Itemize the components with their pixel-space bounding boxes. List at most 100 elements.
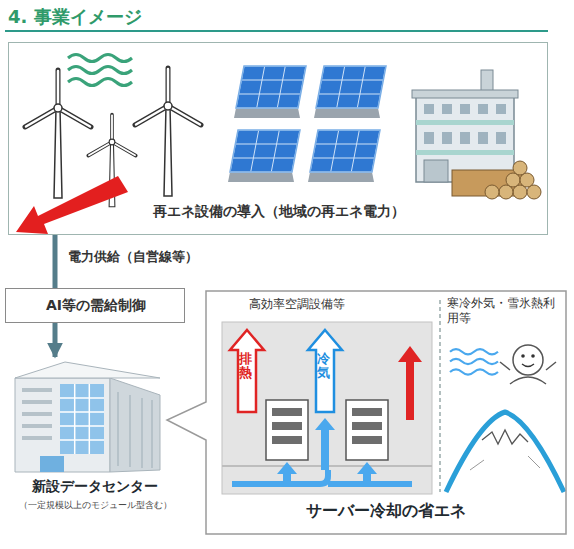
cool-arrow xyxy=(308,330,342,412)
snowman xyxy=(500,345,556,384)
heat-arrow xyxy=(398,346,422,420)
node-text: サーバー冷却の省エネ xyxy=(205,501,567,521)
source-panel: 再エネ設備の導入（地域の再エネ電力） xyxy=(8,42,548,235)
datacenter-building xyxy=(15,362,160,378)
server-rack xyxy=(272,422,302,430)
cooling-panel: 高効率空調設備等 寒冷外気・雪氷熱利用等サーバー冷却の省エネ xyxy=(205,290,567,535)
biomass-plant xyxy=(496,104,506,114)
datacenter-building xyxy=(22,436,52,440)
biomass-plant xyxy=(412,70,541,199)
node-text: 高効率空調設備等 xyxy=(249,297,429,312)
biomass-plant xyxy=(513,161,527,175)
title-rule xyxy=(5,30,548,32)
airflow-label: 冷気 xyxy=(317,352,330,381)
datacenter-building xyxy=(117,392,119,466)
snowman xyxy=(500,362,510,370)
server-rack xyxy=(272,408,302,416)
wind-turbines xyxy=(135,68,201,196)
datacenter-building xyxy=(60,425,104,427)
solar-panels xyxy=(314,66,386,118)
datacenter-building xyxy=(22,388,52,392)
snow-mountain xyxy=(446,412,564,492)
server-rack xyxy=(346,400,388,460)
datacenter-building xyxy=(22,412,52,416)
datacenter-building xyxy=(60,384,104,454)
datacenter-building xyxy=(118,392,152,468)
snow-mountain xyxy=(470,456,540,470)
biomass-plant xyxy=(424,104,506,144)
biomass-plant xyxy=(478,132,488,144)
datacenter-building xyxy=(141,398,143,468)
separator xyxy=(439,300,441,492)
title: 4. 事業イメージ xyxy=(8,6,142,29)
cold-air-lines xyxy=(450,369,498,374)
edge-label: 電力供給（自営線等） xyxy=(68,249,198,265)
cool-arrow xyxy=(357,462,377,484)
cool-arrow xyxy=(315,418,335,470)
snowman xyxy=(521,354,525,358)
node-text: 寒冷外気・雪氷熱利用等 xyxy=(447,296,557,326)
server-rack xyxy=(266,400,308,460)
biomass-plant xyxy=(412,90,518,98)
biomass-plant xyxy=(452,161,541,199)
snowman xyxy=(513,345,543,375)
datacenter-building xyxy=(151,400,153,468)
biomass-plant xyxy=(416,120,514,125)
wind-lines xyxy=(68,55,132,86)
biomass-plant xyxy=(416,94,514,182)
biomass-plant xyxy=(478,104,488,114)
heat-arrow xyxy=(230,330,264,412)
wind-turbines xyxy=(25,70,91,198)
solar-panels xyxy=(234,66,306,118)
datacenter-building xyxy=(60,439,104,441)
power-line xyxy=(53,323,58,357)
biomass-plant xyxy=(485,185,499,199)
datacenter-building xyxy=(60,411,104,413)
datacenter-building xyxy=(129,395,131,467)
solar-panels xyxy=(228,66,386,182)
biomass-plant xyxy=(424,160,448,182)
biomass-plant xyxy=(460,104,470,114)
power-line xyxy=(53,235,58,288)
biomass-plant xyxy=(460,132,470,144)
solar-panels xyxy=(308,130,380,182)
datacenter-building xyxy=(89,384,91,454)
datacenter-building xyxy=(60,384,104,454)
node-text: 再エネ設備の導入（地域の再エネ電力） xyxy=(9,203,549,221)
datacenter-building xyxy=(15,362,160,472)
snowman xyxy=(531,354,535,358)
wind-lines xyxy=(68,67,132,74)
node-text: AI等の需給制御 xyxy=(6,297,186,315)
snow-mountain xyxy=(482,430,528,444)
biomass-plant xyxy=(424,104,434,114)
supply-arrow xyxy=(16,176,128,234)
airflow-label: 排熱 xyxy=(239,352,252,381)
solar-panels xyxy=(228,130,300,182)
biomass-plant xyxy=(442,132,452,144)
wind-lines xyxy=(68,55,132,62)
callout-outline xyxy=(205,290,567,535)
datacenter-building xyxy=(40,456,64,472)
snowman xyxy=(510,377,546,384)
node-text: 新設データセンター xyxy=(0,478,190,496)
cold-air-lines xyxy=(450,349,498,375)
cool-arrow xyxy=(277,462,297,484)
datacenter-building xyxy=(22,424,52,428)
server-rack xyxy=(352,422,382,430)
node-text: （一定規模以上のモジュール型含む） xyxy=(0,500,190,511)
snowman xyxy=(522,364,534,367)
callout-outline xyxy=(167,291,566,534)
server-rack xyxy=(352,408,382,416)
biomass-plant xyxy=(496,132,506,144)
server-rack xyxy=(272,436,302,444)
datacenter-building xyxy=(15,378,110,472)
biomass-plant xyxy=(416,150,514,155)
server-room xyxy=(222,322,432,494)
biomass-plant xyxy=(442,104,452,114)
control-box: AI等の需給制御 xyxy=(5,288,185,323)
server-rack xyxy=(352,436,382,444)
cold-air-lines xyxy=(450,349,498,354)
